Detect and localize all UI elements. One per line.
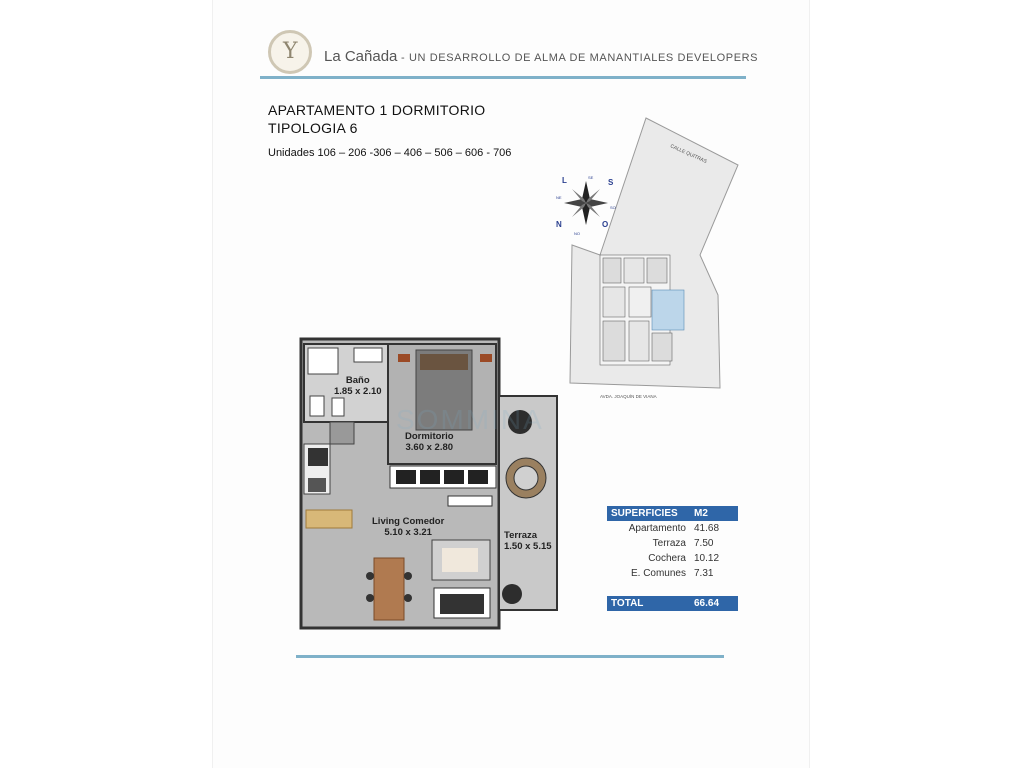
watermark-text: SOMMINA <box>396 404 544 435</box>
typology-title: TIPOLOGIA 6 <box>268 120 358 136</box>
footer-divider <box>296 655 724 658</box>
compass-rose-icon: S O N L SE SO NO NE <box>556 175 616 236</box>
compass-s: S <box>608 178 614 187</box>
units-list: Unidades 106 – 206 -306 – 406 – 506 – 60… <box>268 147 512 159</box>
terrace-area <box>498 395 558 611</box>
building-footprint <box>599 254 685 366</box>
superficies-table: SUPERFICIES M2 Apartamento 41.68 Terraza… <box>607 506 738 611</box>
highlighted-unit <box>651 289 685 331</box>
street-bottom-label: AVDA. JOAQUÍN DE VIANA <box>600 393 657 399</box>
site-plan: CALLE QUITRAS AVDA. JOAQUÍN DE VIANA S O… <box>556 117 739 399</box>
m2-header: M2 <box>690 506 738 521</box>
compass-l: L <box>562 176 567 185</box>
floor-plan <box>299 337 558 630</box>
total-value: 66.64 <box>690 596 738 611</box>
total-label: TOTAL <box>607 596 690 611</box>
brand-header: La Cañada - UN DESARROLLO DE ALMA DE MAN… <box>324 48 758 65</box>
superficies-header: SUPERFICIES <box>607 506 690 521</box>
svg-text:NE: NE <box>556 195 562 200</box>
compass-n: N <box>556 220 562 229</box>
header-divider <box>260 76 746 79</box>
svg-text:SE: SE <box>588 175 594 180</box>
apartment-title: APARTAMENTO 1 DORMITORIO <box>268 102 486 118</box>
leaf-logo-icon: Y <box>283 39 298 64</box>
brand-name: La Cañada <box>324 48 398 65</box>
brand-tagline: - UN DESARROLLO DE ALMA DE MANANTIALES D… <box>397 52 759 64</box>
brand-logo: Y <box>268 30 312 74</box>
svg-text:SO: SO <box>610 205 616 210</box>
dining-table <box>373 557 405 621</box>
compass-o: O <box>602 220 608 229</box>
svg-text:NO: NO <box>574 231 580 236</box>
